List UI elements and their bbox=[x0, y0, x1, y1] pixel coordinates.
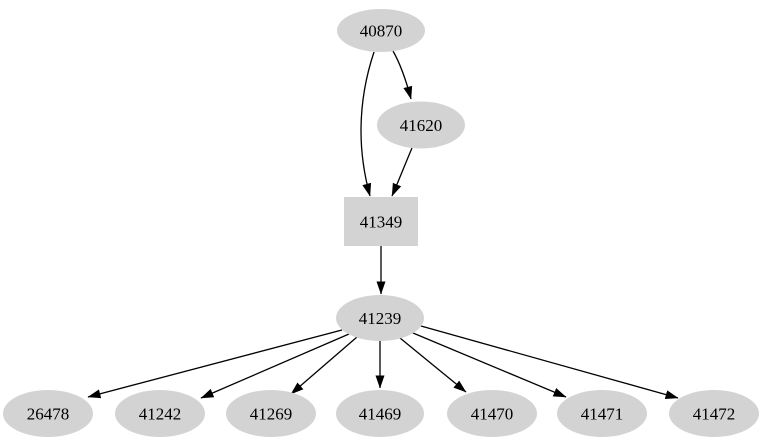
node-41620-label: 41620 bbox=[400, 116, 443, 135]
node-41472-label: 41472 bbox=[693, 405, 736, 424]
node-40870-shape bbox=[337, 9, 425, 52]
node-41469-label: 41469 bbox=[359, 405, 402, 424]
node-41469: 41469 bbox=[336, 390, 424, 437]
edge-40870-41620 bbox=[392, 50, 413, 100]
node-41239-shape bbox=[336, 295, 424, 341]
node-41469-shape bbox=[336, 390, 424, 437]
node-41620-shape bbox=[377, 101, 465, 149]
edge-41620-41349 bbox=[391, 147, 413, 197]
node-41471: 41471 bbox=[557, 390, 647, 437]
node-layer: 40870 41620 41349 41239 26478 41242 bbox=[3, 9, 759, 437]
node-26478-shape bbox=[3, 390, 93, 437]
node-41470-shape bbox=[447, 390, 537, 437]
edge-41239-41470 bbox=[399, 337, 467, 393]
node-41620: 41620 bbox=[377, 101, 465, 149]
node-26478: 26478 bbox=[3, 390, 93, 437]
node-41471-label: 41471 bbox=[581, 405, 624, 424]
node-41242-shape bbox=[115, 390, 205, 437]
node-41269: 41269 bbox=[226, 390, 316, 437]
node-41349-label: 41349 bbox=[360, 213, 403, 232]
node-41239-label: 41239 bbox=[359, 309, 402, 328]
node-26478-label: 26478 bbox=[27, 405, 70, 424]
node-41242-label: 41242 bbox=[139, 405, 182, 424]
node-41242: 41242 bbox=[115, 390, 205, 437]
node-41269-label: 41269 bbox=[250, 405, 293, 424]
node-40870-label: 40870 bbox=[360, 22, 403, 41]
node-41472: 41472 bbox=[669, 390, 759, 437]
edge-41239-41471 bbox=[412, 332, 567, 398]
node-41269-shape bbox=[226, 390, 316, 437]
node-41472-shape bbox=[669, 390, 759, 437]
node-41471-shape bbox=[557, 390, 647, 437]
edge-41239-41472 bbox=[420, 325, 679, 399]
edge-41239-41269 bbox=[290, 336, 358, 395]
node-41470: 41470 bbox=[447, 390, 537, 437]
edge-41239-26478 bbox=[87, 329, 343, 399]
node-41349: 41349 bbox=[344, 197, 418, 246]
node-40870: 40870 bbox=[337, 9, 425, 52]
node-41239: 41239 bbox=[336, 295, 424, 341]
edge-40870-41349 bbox=[360, 51, 375, 197]
node-41349-shape bbox=[344, 197, 418, 246]
edge-layer bbox=[87, 50, 679, 399]
edge-41239-41242 bbox=[200, 333, 350, 399]
node-41470-label: 41470 bbox=[471, 405, 514, 424]
